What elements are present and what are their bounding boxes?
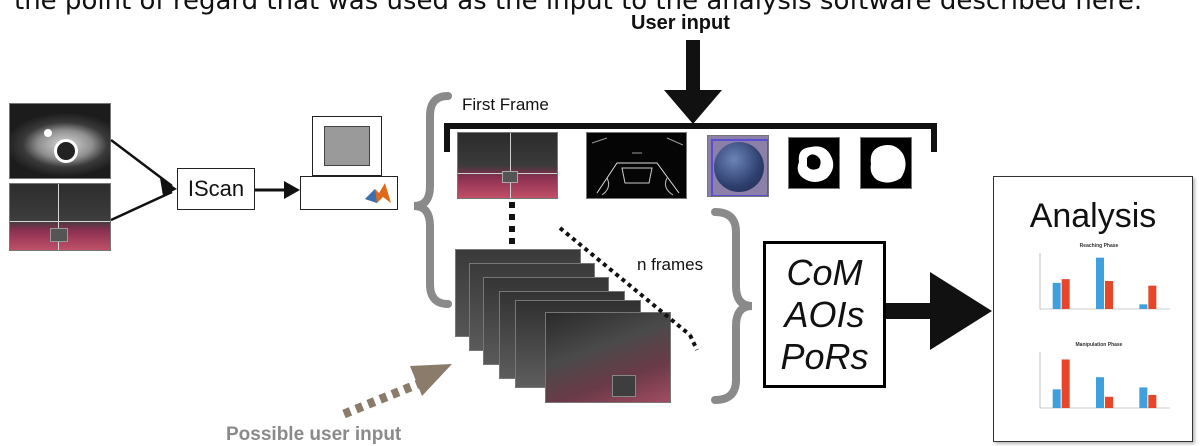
- chart-bar: [1052, 282, 1061, 309]
- chart-bar: [1061, 359, 1070, 408]
- caption-text: the point of regard that was used as the…: [14, 0, 1143, 16]
- first-frame-image: [457, 132, 558, 199]
- matlab-logo-icon: [365, 183, 391, 203]
- object-crop-image: [707, 135, 769, 197]
- user-input-label: User input: [631, 12, 730, 34]
- user-input-arrow: [686, 40, 700, 94]
- iscan-label: IScan: [187, 176, 245, 201]
- chart-axis: [1039, 253, 1170, 310]
- arrowhead-icon: [284, 181, 300, 199]
- n-frames-dotted-line-end: [688, 334, 699, 351]
- manipulation-phase-chart: Manipulation Phase: [1024, 342, 1174, 426]
- chart-bar: [1148, 285, 1157, 309]
- scene-to-iscan-arrow: [110, 190, 173, 222]
- manipulation-chart-title: Manipulation Phase: [1075, 342, 1123, 348]
- arrowhead-icon: [930, 272, 992, 350]
- chart-bar: [1105, 281, 1113, 309]
- chart-bar: [1061, 279, 1070, 309]
- possible-user-input-label: Possible user input: [226, 424, 402, 445]
- output-measures-box: CoM AOIs PoRs: [763, 241, 886, 388]
- eye-image: [9, 103, 111, 179]
- segmentation-mask-image: [788, 137, 840, 189]
- scene-camera-image: [9, 183, 111, 251]
- reaching-chart-title: Reaching Phase: [1079, 243, 1119, 249]
- eye-to-iscan-arrow: [110, 139, 173, 187]
- n-frames-label: n frames: [637, 255, 704, 274]
- iscan-box: IScan: [177, 168, 255, 210]
- chart-bar: [1096, 257, 1104, 309]
- computer-icon: [300, 116, 400, 212]
- chart-bar: [1052, 389, 1061, 408]
- edge-detection-image: [586, 132, 687, 199]
- arrowhead-icon: [664, 90, 722, 124]
- right-brace-icon: [711, 208, 753, 404]
- arrowhead-icon: [160, 178, 177, 196]
- pors-label: PoRs: [780, 335, 869, 377]
- chart-bar: [1148, 394, 1157, 408]
- chart-bar: [1105, 396, 1113, 408]
- reaching-phase-chart: Reaching Phase: [1024, 243, 1174, 327]
- possible-user-input-arrow: [342, 379, 420, 419]
- results-to-analysis-arrow: [886, 303, 936, 319]
- aois-label: AOIs: [784, 293, 865, 335]
- analysis-report: Analysis Reaching Phase Manipulation Pha…: [993, 176, 1193, 442]
- report-title: Analysis: [1029, 197, 1157, 235]
- left-brace-icon: [413, 92, 452, 308]
- chart-bar: [1139, 304, 1148, 309]
- chart-bar: [1096, 377, 1104, 408]
- first-frame-label: First Frame: [462, 95, 549, 114]
- n-frames-dotted-line: [558, 226, 692, 337]
- com-label: CoM: [786, 251, 863, 293]
- frame-stack-item: [545, 312, 671, 403]
- chart-axis: [1039, 352, 1170, 409]
- first-frame-bracket: [444, 123, 937, 152]
- filled-mask-image: [860, 137, 912, 189]
- chart-bar: [1139, 387, 1148, 408]
- arrowhead-icon: [410, 364, 452, 396]
